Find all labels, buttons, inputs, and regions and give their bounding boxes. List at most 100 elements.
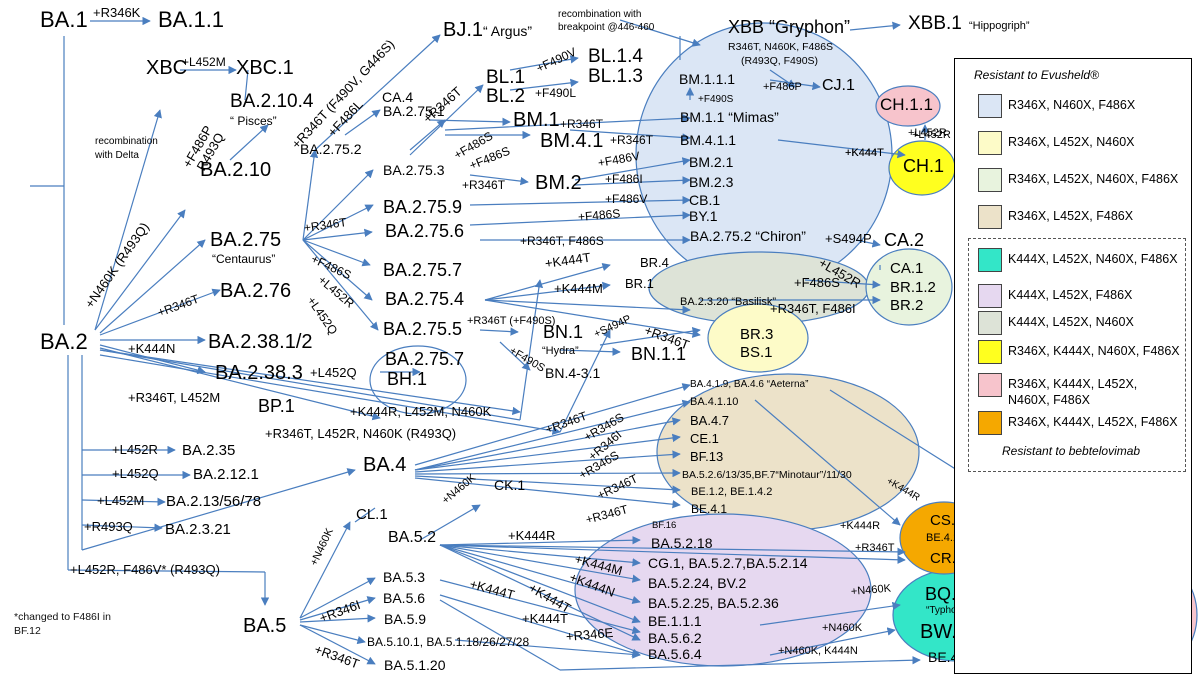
lineage-ch11: CH.1.1	[880, 95, 933, 114]
mutation-label: +L452R	[912, 129, 951, 141]
mutation-label: +R346T, L452M	[128, 390, 221, 405]
mutation-label: +F486V	[605, 192, 648, 206]
lineage-hydra: “Hydra”	[542, 345, 579, 357]
lineage-bl2: BL.2	[486, 86, 526, 107]
lineage-ba2754: BA.2.75.4	[385, 289, 465, 309]
lineage-bs1: BS.1	[740, 344, 773, 361]
mutation-label: +K444R	[840, 520, 881, 532]
lineage-xbbmuts: R346T, N460K, F486S	[728, 41, 834, 53]
lineage-ba2: BA.2	[40, 329, 88, 354]
lineage-bm111: BM.1.1.1	[679, 71, 736, 87]
lineage-arrow	[244, 69, 249, 101]
lineage-arrow	[302, 239, 373, 301]
legend-label: R346X, N460X, F486X	[1008, 98, 1136, 112]
lineage-arrow	[559, 656, 921, 671]
mutation-label: +R346K	[93, 5, 141, 20]
lineage-arrow	[484, 281, 611, 301]
lineage-ba53: BA.5.3	[383, 569, 426, 585]
mutation-label: +L452R	[908, 127, 947, 139]
lineage-ba5120: BA.5.1.20	[384, 657, 446, 673]
lineage-ba276: BA.2.76	[220, 280, 292, 302]
mutation-label: +K444T	[522, 611, 568, 626]
lineage-ba2753: BA.2.75.3	[383, 162, 445, 178]
lineage-ba52: BA.5.2	[388, 529, 437, 546]
lineage-arrow	[81, 523, 163, 532]
lineage-arrow	[574, 176, 691, 186]
legend	[954, 58, 1192, 674]
lineage-arrow	[499, 341, 531, 371]
mutation-label: +F486S	[577, 206, 621, 224]
legend-label: R346X, L452X, F486X	[1008, 209, 1134, 223]
lineage-ba1: BA.1	[40, 7, 88, 32]
lineage-bm41: BM.4.1	[540, 130, 604, 152]
lineage-ba5218: BA.5.2.18	[651, 535, 713, 551]
lineage-ba5: BA.5	[243, 615, 287, 637]
mutation-label: +R346E	[565, 624, 614, 644]
lineage-arrow	[414, 475, 681, 494]
mutation-label: +F486S	[794, 275, 840, 290]
lineage-ca1: CA.1	[890, 260, 924, 277]
mutation-label: +K444T	[845, 147, 884, 159]
lineage-arrow	[855, 239, 881, 248]
mutation-label: +S494P	[825, 231, 872, 246]
lineage-xbc1: XBC.1	[236, 57, 294, 79]
lineage-ba5225: BA.5.2.25, BA.5.2.36	[648, 595, 779, 611]
legend-swatch	[978, 284, 1002, 308]
lineage-ba564: BA.5.6.4	[648, 646, 702, 662]
lineage-arrow	[299, 624, 376, 665]
lineage-arrow	[439, 544, 641, 567]
lineage-arrow	[99, 288, 221, 336]
lineage-arrow	[81, 468, 356, 551]
lineage-arrow	[769, 79, 821, 91]
lineage-arrow	[439, 544, 641, 583]
lineage-arrow	[509, 55, 579, 71]
lineage-arrow	[509, 78, 579, 91]
lineage-arrow	[99, 347, 381, 421]
lineage-arrow	[299, 577, 376, 619]
lineage-br2: BR.2	[890, 297, 924, 314]
mutation-label: breakpoint @446-460	[558, 22, 655, 33]
lineage-ba2121: BA.2.12.1	[193, 466, 259, 483]
lineage-cb1: CB.1	[689, 192, 721, 208]
lineage-arrow	[479, 327, 519, 336]
mutation-label: +K444R	[508, 528, 556, 543]
lineage-xbbmuts2: (R493Q, F490S)	[741, 55, 819, 67]
lineage-arrow	[94, 209, 186, 331]
mutation-label: +L452M	[182, 55, 226, 69]
mutation-label: +R346T	[855, 542, 895, 554]
lineage-by1: BY.1	[689, 208, 718, 224]
lineage-arrow	[414, 477, 681, 509]
lineage-ba2383: BA.2.38.3	[215, 362, 303, 384]
lineage-be41: BE.4.1	[691, 502, 728, 516]
lineage-be411: BE.4.1.1	[926, 532, 969, 544]
lineage-bp1: BP.1	[258, 396, 295, 416]
legend-swatch	[978, 311, 1002, 335]
mutation-label: +L452R, F486V* (R493Q)	[70, 562, 220, 577]
lineage-bn11: BN.1.1	[631, 344, 687, 364]
lineage-ba2757a: BA.2.75.7	[383, 260, 463, 280]
lineage-bm23: BM.2.3	[689, 174, 734, 190]
lineage-arrow	[302, 228, 373, 241]
legend-swatch	[978, 168, 1002, 192]
lineage-bm1: BM.1	[513, 109, 560, 131]
lineage-ba2756: BA.2.75.6	[385, 221, 465, 241]
mutation-label: +F490S	[698, 94, 734, 105]
mutation-label: +L452M	[97, 493, 145, 508]
lineage-xbb: XBB “Gryphon”	[728, 17, 851, 37]
legend-title-bebtelovimab: Resistant to bebtelovimab	[1002, 444, 1141, 458]
lineage-arrow	[414, 450, 681, 473]
lineage-ba213: BA.2.13/56/78	[166, 493, 262, 510]
lineage-arrow	[99, 349, 521, 416]
lineage-arrow	[414, 417, 681, 471]
lineage-basilisk: BA.2.3.20 “Basilisk”	[680, 296, 776, 308]
lineage-arrow	[849, 21, 901, 31]
lineage-arrow	[429, 117, 511, 127]
lineage-ce1: CE.1	[690, 431, 719, 446]
lineage-arrow	[569, 129, 691, 142]
mutation-label: +N460K	[822, 622, 863, 634]
lineage-arrow	[299, 596, 376, 621]
lineage-typhon: “Typhon”	[926, 605, 966, 616]
lineage-ba419: BA.4.1.9, BA.4.6 “Aeterna”	[690, 379, 809, 390]
lineage-bm2: BM.2	[535, 172, 582, 194]
